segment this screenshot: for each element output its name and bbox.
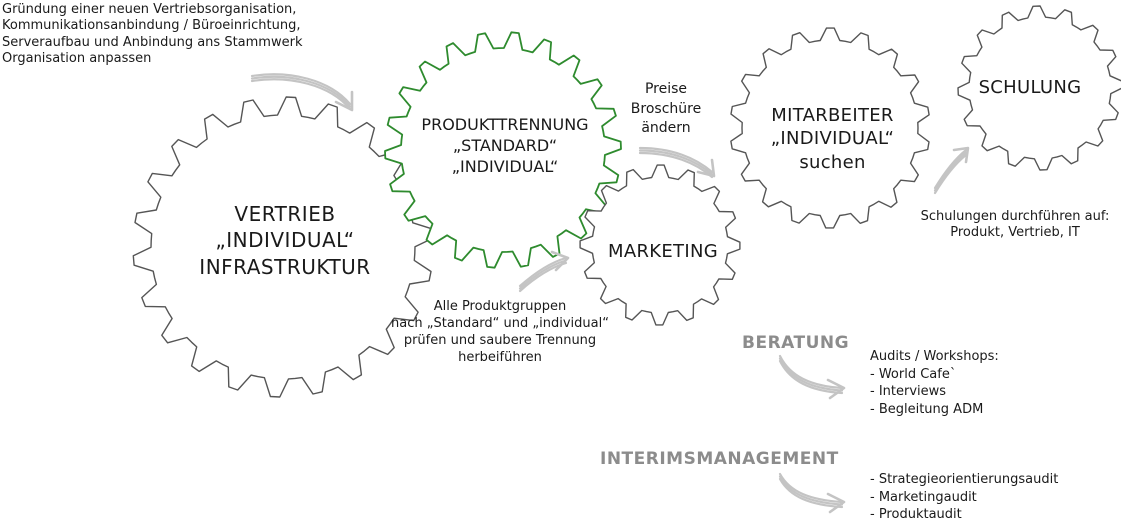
- note-beratung-list: Audits / Workshops: - World Cafe` - Inte…: [870, 349, 999, 417]
- note-schulungen: Schulungen durchführen auf: Produkt, Ver…: [920, 209, 1110, 241]
- note-preise: Preise Broschüre ändern: [630, 81, 702, 137]
- arrow-beratung: [778, 354, 846, 400]
- gear-label-produkttrennung: PRODUKTTRENNUNG „STANDARD“ „INDIVIDUAL“: [421, 115, 589, 176]
- gear-label-schulung: SCHULUNG: [978, 77, 1082, 98]
- arrow-note-to-produkttrennung: [518, 250, 570, 293]
- gear-produkttrennung: [384, 31, 622, 269]
- arrow-note-to-vertrieb: [250, 73, 354, 112]
- gear-label-marketing: MARKETING: [608, 241, 718, 262]
- arrow-schulungen-to-schulung: [933, 146, 970, 195]
- note-top-left: Gründung einer neuen Vertriebsorganisati…: [2, 2, 303, 66]
- gear-marketing: [579, 164, 741, 326]
- gear-mitarbeiter: [730, 27, 930, 229]
- note-interims-list: - Strategieorientierungsaudit - Marketin…: [870, 472, 1059, 523]
- gear-label-mitarbeiter: MITARBEITER „INDIVIDUAL“ suchen: [770, 105, 895, 173]
- section-heading-beratung: BERATUNG: [742, 333, 850, 353]
- gear-label-vertrieb: VERTRIEB „INDIVIDUAL“ INFRASTRUKTUR: [199, 202, 371, 279]
- arrow-preise-to-marketing: [638, 146, 716, 179]
- note-produktgruppen: Alle Produktgruppen nach „Standard“ und …: [391, 299, 609, 365]
- arrow-interims: [778, 472, 846, 514]
- gear-vertrieb: [132, 96, 434, 398]
- section-heading-interimsmanagement: INTERIMSMANAGEMENT: [600, 449, 839, 469]
- gear-schulung: [957, 5, 1121, 171]
